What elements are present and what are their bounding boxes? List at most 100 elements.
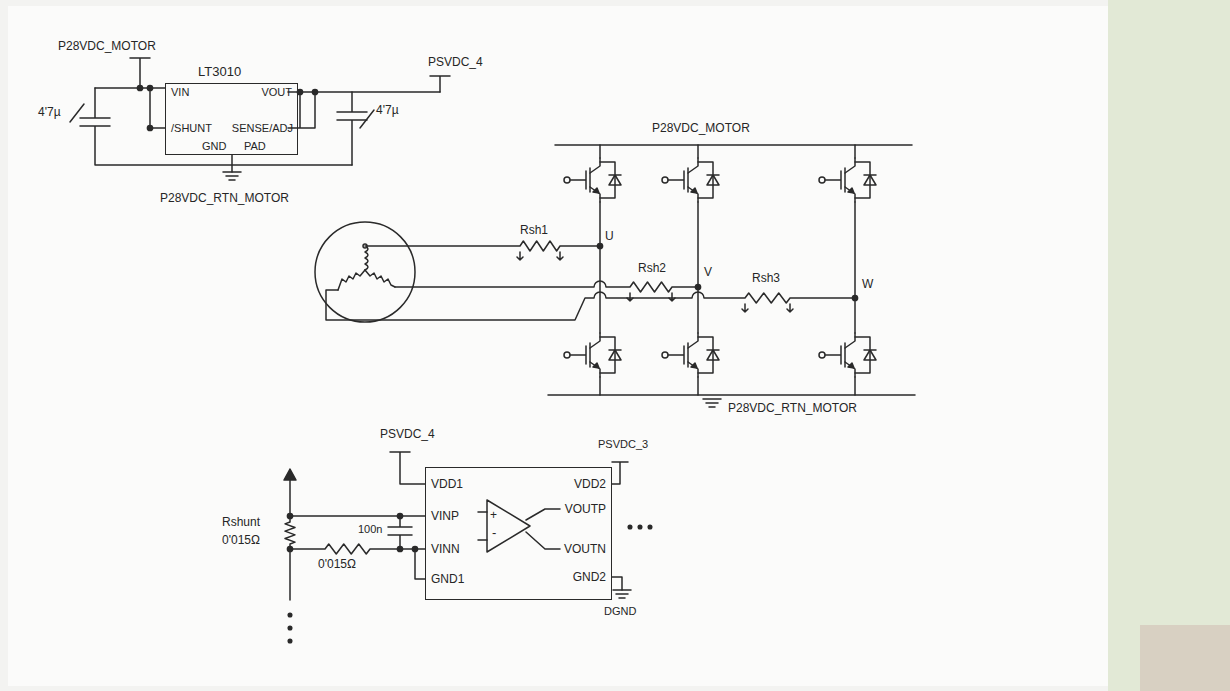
net-label: U bbox=[605, 230, 614, 244]
filter-resistor bbox=[290, 544, 425, 554]
junction-dot bbox=[287, 546, 292, 551]
motor-winding bbox=[365, 270, 395, 287]
capacitor-mark bbox=[70, 104, 84, 122]
motor-symbol bbox=[315, 222, 415, 322]
net-label: V bbox=[704, 266, 712, 280]
igbt-symbol bbox=[844, 343, 846, 367]
igbt-symbol bbox=[845, 187, 855, 202]
return-rail bbox=[548, 394, 915, 396]
continuation-dot bbox=[288, 626, 292, 630]
text-holder: 0'015Ω bbox=[222, 534, 260, 548]
text-holder: PSVDC_4 bbox=[380, 428, 435, 442]
bridge-leg bbox=[599, 145, 601, 395]
wire bbox=[150, 88, 165, 128]
text-holder: VOUTP bbox=[565, 503, 606, 517]
text-holder: GND2 bbox=[573, 571, 606, 585]
text-holder: GND bbox=[202, 140, 226, 153]
text-holder: - bbox=[492, 526, 496, 541]
phase-wire bbox=[365, 241, 600, 251]
supply-rail bbox=[555, 144, 912, 146]
igbt-symbol bbox=[668, 171, 684, 189]
net-label: 100n bbox=[358, 523, 382, 536]
capacitor-symbol bbox=[337, 92, 367, 165]
gate-terminal bbox=[564, 352, 570, 358]
part-name: LT3010 bbox=[198, 65, 241, 80]
text-holder: VDD1 bbox=[431, 478, 463, 492]
ground-symbol bbox=[613, 590, 631, 598]
phase-wire bbox=[395, 281, 698, 292]
continuation-dot bbox=[638, 525, 642, 529]
net-label: P28VDC_MOTOR bbox=[58, 40, 156, 54]
text-holder: + bbox=[490, 509, 497, 523]
pin-name: VOUTN bbox=[564, 543, 606, 557]
igbt-symbol bbox=[570, 171, 586, 189]
igbt-symbol bbox=[589, 168, 591, 192]
pin-name: /SHUNT bbox=[171, 122, 212, 135]
isolation-amplifier-ic: VDD1VINPVINNGND1VDD2VOUTPVOUTNGND2 bbox=[425, 467, 612, 600]
text-holder: PAD bbox=[244, 140, 266, 153]
junction-dot bbox=[137, 85, 142, 90]
wire bbox=[288, 91, 440, 93]
net-label: 4'7µ bbox=[376, 104, 399, 118]
igbt-symbol bbox=[590, 187, 600, 202]
supply-tee bbox=[390, 452, 425, 484]
net-label: W bbox=[862, 278, 873, 292]
opamp-symbol bbox=[487, 500, 530, 552]
text-holder: U bbox=[605, 230, 614, 244]
sense-arrow bbox=[517, 252, 523, 260]
pin-name: GND bbox=[202, 140, 226, 153]
net-label: DGND bbox=[604, 605, 636, 618]
net-label: Rsh2 bbox=[638, 262, 666, 276]
wire bbox=[415, 549, 425, 579]
text-holder: /SHUNT bbox=[171, 122, 212, 135]
diode-symbol bbox=[609, 175, 621, 185]
pin-name: GND2 bbox=[573, 571, 606, 585]
text-holder: V bbox=[704, 266, 712, 280]
sense-arrow bbox=[787, 304, 793, 312]
igbt-symbol bbox=[688, 158, 698, 173]
emitter-arrow bbox=[691, 363, 697, 368]
emitter-arrow bbox=[848, 363, 854, 368]
text-holder: Rshunt bbox=[222, 516, 260, 530]
diode-symbol bbox=[864, 350, 876, 360]
igbt-symbol bbox=[825, 171, 841, 189]
background-area bbox=[1140, 625, 1230, 691]
gate-terminal bbox=[819, 177, 825, 183]
capacitor-symbol bbox=[80, 88, 352, 165]
supply-tee bbox=[130, 58, 150, 88]
text-holder: P28VDC_RTN_MOTOR bbox=[160, 192, 289, 206]
continuation-dot bbox=[288, 639, 292, 643]
gate-terminal bbox=[819, 352, 825, 358]
text-holder: W bbox=[862, 278, 873, 292]
net-label: 0'015Ω bbox=[222, 534, 260, 548]
regulator-ic: LT3010VIN/SHUNTVOUTSENSE/ADJGNDPAD bbox=[165, 83, 298, 155]
net-label: PSVDC_4 bbox=[380, 428, 435, 442]
igbt-symbol bbox=[687, 343, 689, 367]
shunt-resistor bbox=[285, 476, 295, 600]
wire bbox=[95, 87, 165, 89]
text-holder: Rsh3 bbox=[752, 272, 780, 286]
text-holder: 4'7µ bbox=[38, 106, 61, 120]
pin-name: VDD2 bbox=[574, 478, 606, 492]
phase-wire bbox=[326, 290, 855, 320]
text-holder: VIN bbox=[171, 86, 189, 99]
motor-winding bbox=[365, 246, 368, 270]
pin-name: VINP bbox=[431, 510, 459, 524]
text-holder: VINP bbox=[431, 510, 459, 524]
bridge-leg bbox=[854, 145, 856, 395]
paper-sheet bbox=[8, 6, 1108, 686]
igbt-symbol bbox=[687, 168, 689, 192]
diode-symbol bbox=[707, 350, 719, 360]
junction-dot bbox=[397, 546, 402, 551]
text-holder: GND1 bbox=[431, 573, 464, 587]
pin-name: VOUTP bbox=[565, 503, 606, 517]
igbt-symbol bbox=[825, 346, 841, 364]
text-holder: Rsh2 bbox=[638, 262, 666, 276]
text-holder: PSVDC_3 bbox=[598, 438, 648, 451]
net-label: Rshunt bbox=[222, 516, 260, 530]
supply-tee bbox=[612, 462, 628, 484]
text-holder: SENSE/ADJ bbox=[232, 122, 293, 135]
supply-tee bbox=[430, 76, 450, 92]
igbt-symbol bbox=[845, 158, 855, 173]
sense-arrow bbox=[557, 252, 563, 260]
